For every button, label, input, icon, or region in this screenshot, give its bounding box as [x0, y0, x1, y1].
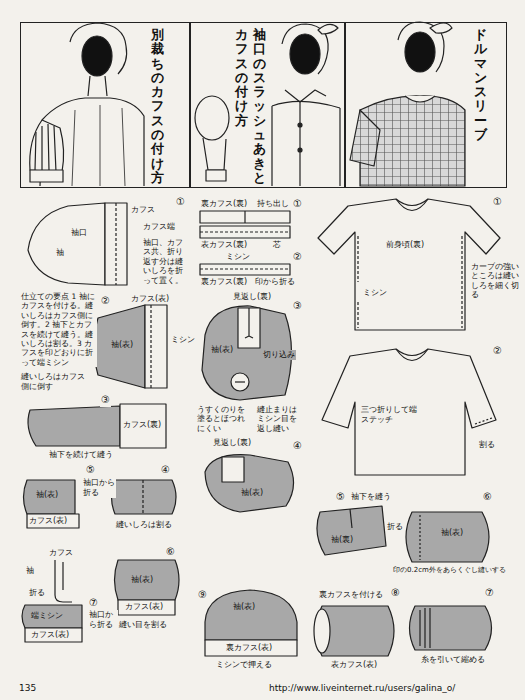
part-label: 縫い目を割る [118, 620, 168, 630]
figure-slash-cuff [195, 24, 340, 186]
part-label: 印から折る [254, 277, 296, 287]
step-number: ③ [100, 394, 111, 407]
instruction-note: 縫止まりはミシン目を返し縫い [256, 405, 303, 433]
step-number: ① [492, 196, 503, 209]
instruction-note: 袖口、カフス共、折り返す分は縫いしろを折って置く。 [142, 238, 189, 285]
step-number: ⑦ [484, 587, 495, 600]
step-number: ⑦ [88, 597, 99, 610]
step-number: ② [492, 345, 503, 358]
section-heading: 袖口のスラッシュあきと [253, 28, 266, 185]
part-label: 糸を引いて縮める [420, 655, 486, 665]
part-label: カフス [130, 205, 156, 215]
step-number: ② [292, 251, 303, 264]
step-number: ① [175, 196, 186, 209]
part-label: ミシン [170, 335, 196, 345]
part-label: 袖(表) [130, 575, 154, 585]
step-number: ⑥ [165, 546, 176, 559]
cuff-pattern [28, 203, 127, 285]
step-number: ② [100, 295, 111, 308]
part-label: カフス(表) [30, 630, 70, 640]
part-label: 袖(表) [240, 488, 264, 498]
part-label: 袖口から折る [88, 610, 118, 630]
part-label: 割る [478, 440, 496, 450]
part-label: カフス(表) [130, 294, 170, 304]
instruction-note: 仕立ての要点 1 袖にカフスを付ける。縫いしろはカフス側に倒す。2 袖下とカフス… [20, 292, 97, 367]
step-number: ④ [160, 464, 171, 477]
part-label: 折る [386, 522, 404, 532]
section-panel: 袖口のスラッシュあきとカフスの付け方 [190, 22, 345, 188]
part-label: 見返し(裏) [232, 292, 272, 302]
part-label: カフス(裏) [122, 420, 162, 430]
part-label: 袖 [55, 248, 65, 258]
part-label: 表カフス(表) [330, 660, 378, 670]
instruction-note: 三つ折りして端ステッチ [360, 405, 422, 425]
step-number: ⑧ [390, 587, 401, 600]
part-label: 袖(表) [35, 490, 59, 500]
part-label: 袖(裏) [330, 535, 354, 545]
instruction-note: うすくのりを塗るとほつれにくい [196, 405, 253, 433]
part-label: カフス端 [142, 222, 176, 232]
part-label: ミシンで押える [215, 660, 273, 670]
instruction-note: 印の0.2cm外をあらくぐし縫いする [392, 566, 509, 575]
section-heading: カフスの付け方 [235, 28, 248, 128]
page-number: 135 [18, 683, 37, 694]
section-heading: ドルマンスリーブ [474, 28, 487, 142]
part-label: 袖 [25, 566, 35, 576]
part-label: 裏カフスを付ける [318, 590, 384, 600]
part-label: 裏カフス(裏) [200, 277, 248, 287]
part-label: 袖口 [70, 228, 88, 238]
part-label: カフス [48, 548, 74, 558]
part-label: 見返し(裏) [212, 438, 252, 448]
part-label: 袖口から折る [82, 478, 116, 498]
instruction-note: カーブの強いところは縫いしろを細く切る [470, 262, 520, 300]
part-label: カフス(表) [124, 602, 164, 612]
step-number: ⑤ [85, 464, 96, 477]
part-label: 袖(表) [440, 528, 464, 538]
part-label: 袖下を続けて縫う [48, 450, 114, 460]
part-label: 前身頃(裏) [385, 240, 425, 250]
part-label: ミシン [362, 288, 388, 298]
part-label: 表カフス(裏) [200, 240, 248, 250]
instruction-note: 縫いしろはカフス側に倒す [20, 372, 92, 392]
section-panel: ドルマンスリーブ [345, 22, 507, 188]
part-label: 縫いしろは割る [115, 520, 173, 530]
part-label: 折る [28, 588, 46, 598]
step-number: ⑤ [335, 491, 346, 504]
section-panel: 別裁ちのカフスの付け方 [20, 22, 190, 188]
part-label: ミシン [225, 252, 251, 262]
part-label: 芯 [272, 240, 282, 250]
section-heading: 別裁ちのカフスの付け方 [151, 28, 164, 185]
part-label: 裏カフス(裏) [200, 199, 248, 209]
part-label: 持ち出し [256, 199, 290, 209]
step-number: ① [292, 198, 303, 211]
watermark: http://www.liveinternet.ru/users/galina_… [268, 683, 456, 694]
part-label: 袖(表) [110, 340, 134, 350]
part-label: 裏カフス(表) [225, 643, 273, 653]
part-label: 袖(表) [232, 602, 256, 612]
part-label: 端ミシン [30, 611, 64, 621]
part-label: カフス(表) [28, 516, 68, 526]
figure-cuff [30, 23, 144, 186]
part-label: 袖下を縫う [350, 492, 392, 502]
step-number: ⑥ [482, 491, 493, 504]
step-number: ⑨ [197, 589, 208, 602]
part-label: 切り込み [262, 350, 296, 360]
step-number: ④ [292, 440, 303, 453]
step-number: ③ [292, 300, 303, 313]
dolman-steps [318, 199, 500, 475]
figure-dolman [350, 22, 465, 186]
part-label: 袖(表) [210, 345, 234, 355]
